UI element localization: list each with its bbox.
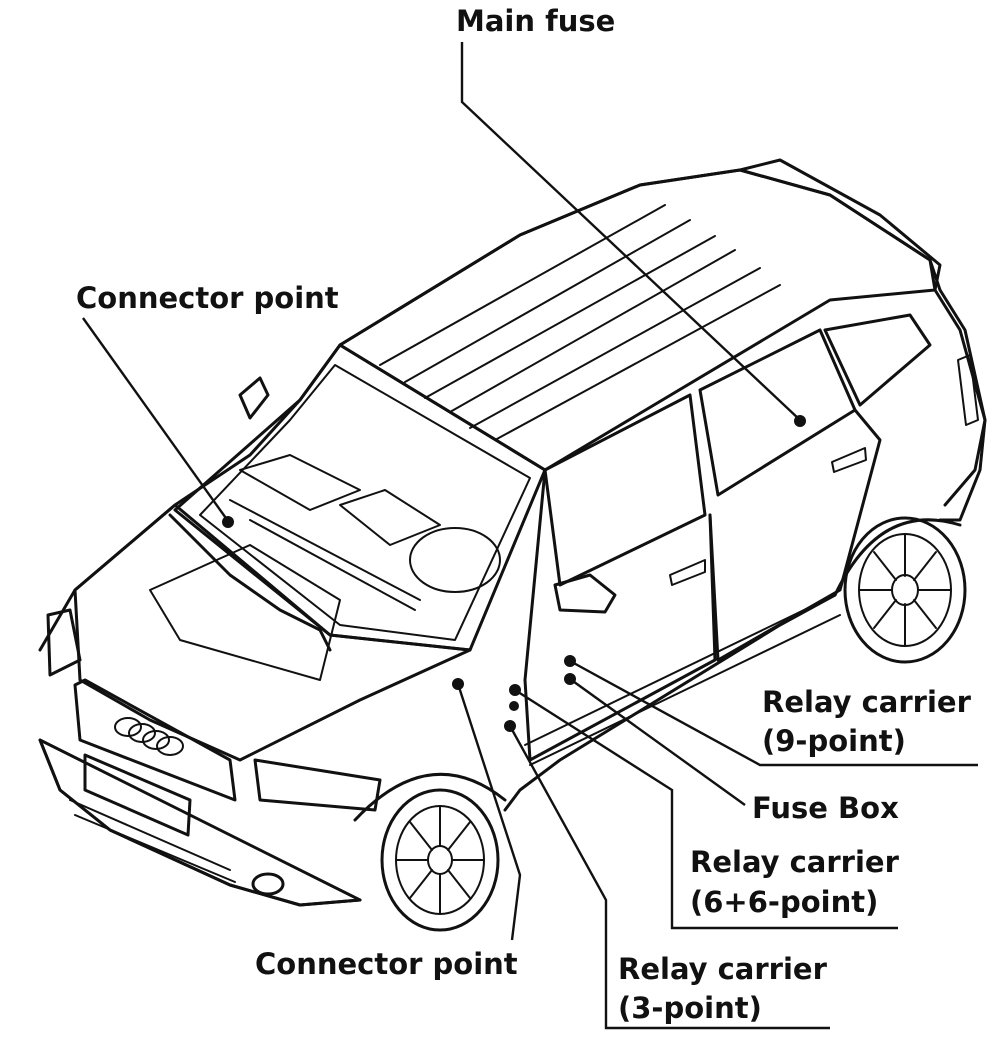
leader-relay-carrier-6-6 bbox=[514, 688, 898, 930]
front-door bbox=[523, 468, 717, 762]
car-drawing bbox=[38, 158, 987, 932]
leader-main-fuse bbox=[460, 42, 801, 421]
roof-ribs bbox=[379, 204, 781, 441]
marker-relay-carrier-6-6 bbox=[509, 684, 521, 696]
label-relay-carrier-9-line1: Relay carrier bbox=[762, 685, 972, 719]
leader-connector-point-bottom bbox=[456, 683, 522, 941]
leader-connector-point-top bbox=[82, 317, 229, 522]
callout-leaders bbox=[82, 42, 978, 1030]
door-handle-front bbox=[669, 559, 706, 586]
door-handle-rear bbox=[831, 447, 867, 473]
rear-quarter-window bbox=[823, 313, 932, 407]
label-relay-carrier-3-line2: (3-point) bbox=[618, 991, 762, 1025]
right-headlight bbox=[253, 758, 382, 812]
marker-fuse-box bbox=[564, 673, 576, 685]
label-relay-carrier-9-line2: (9-point) bbox=[762, 724, 906, 758]
car-logo-rings bbox=[114, 717, 184, 756]
marker-relay-carrier-9 bbox=[564, 655, 576, 667]
marker-main-fuse bbox=[794, 415, 806, 427]
label-relay-carrier-6-6-line2: (6+6-point) bbox=[690, 885, 878, 919]
marker-relay-carrier-3 bbox=[504, 720, 516, 732]
rear-door bbox=[708, 408, 882, 662]
left-headlight bbox=[46, 608, 82, 677]
rear-pillar bbox=[933, 288, 987, 507]
license-plate bbox=[83, 753, 192, 837]
front-grille bbox=[73, 678, 237, 802]
label-fuse-box: Fuse Box bbox=[752, 791, 899, 825]
label-connector-point-bottom: Connector point bbox=[255, 947, 518, 981]
leader-relay-carrier-3 bbox=[508, 725, 830, 1030]
leader-relay-carrier-9 bbox=[569, 659, 978, 767]
label-main-fuse: Main fuse bbox=[456, 4, 615, 38]
rear-door-window bbox=[698, 328, 857, 497]
car-roof bbox=[338, 168, 937, 472]
left-side-mirror bbox=[238, 376, 270, 420]
marker-relay-carrier-6-6-lower bbox=[509, 701, 519, 711]
marker-connector-point-top bbox=[222, 516, 234, 528]
label-connector-point-top: Connector point bbox=[76, 281, 339, 315]
taillight bbox=[957, 354, 979, 426]
marker-connector-point-bottom bbox=[452, 678, 464, 690]
hood-crease bbox=[149, 544, 341, 681]
side-sill bbox=[524, 594, 841, 766]
front-wheel bbox=[353, 772, 507, 932]
callout-labels: Main fuse Connector point Relay carrier … bbox=[76, 4, 972, 1025]
label-relay-carrier-3-line1: Relay carrier bbox=[618, 952, 828, 986]
windshield-inner bbox=[199, 364, 531, 641]
rear-spoiler bbox=[738, 158, 942, 292]
lower-grille bbox=[69, 799, 236, 883]
label-relay-carrier-6-6-line1: Relay carrier bbox=[690, 845, 900, 879]
leader-fuse-box bbox=[569, 678, 746, 806]
front-door-window bbox=[543, 393, 707, 587]
fog-light bbox=[251, 872, 285, 896]
side-mirror bbox=[553, 573, 617, 614]
car-interior bbox=[229, 454, 501, 611]
front-bumper bbox=[38, 738, 362, 907]
wiper bbox=[168, 513, 332, 652]
rear-wheel bbox=[833, 516, 967, 664]
hood bbox=[73, 503, 472, 762]
